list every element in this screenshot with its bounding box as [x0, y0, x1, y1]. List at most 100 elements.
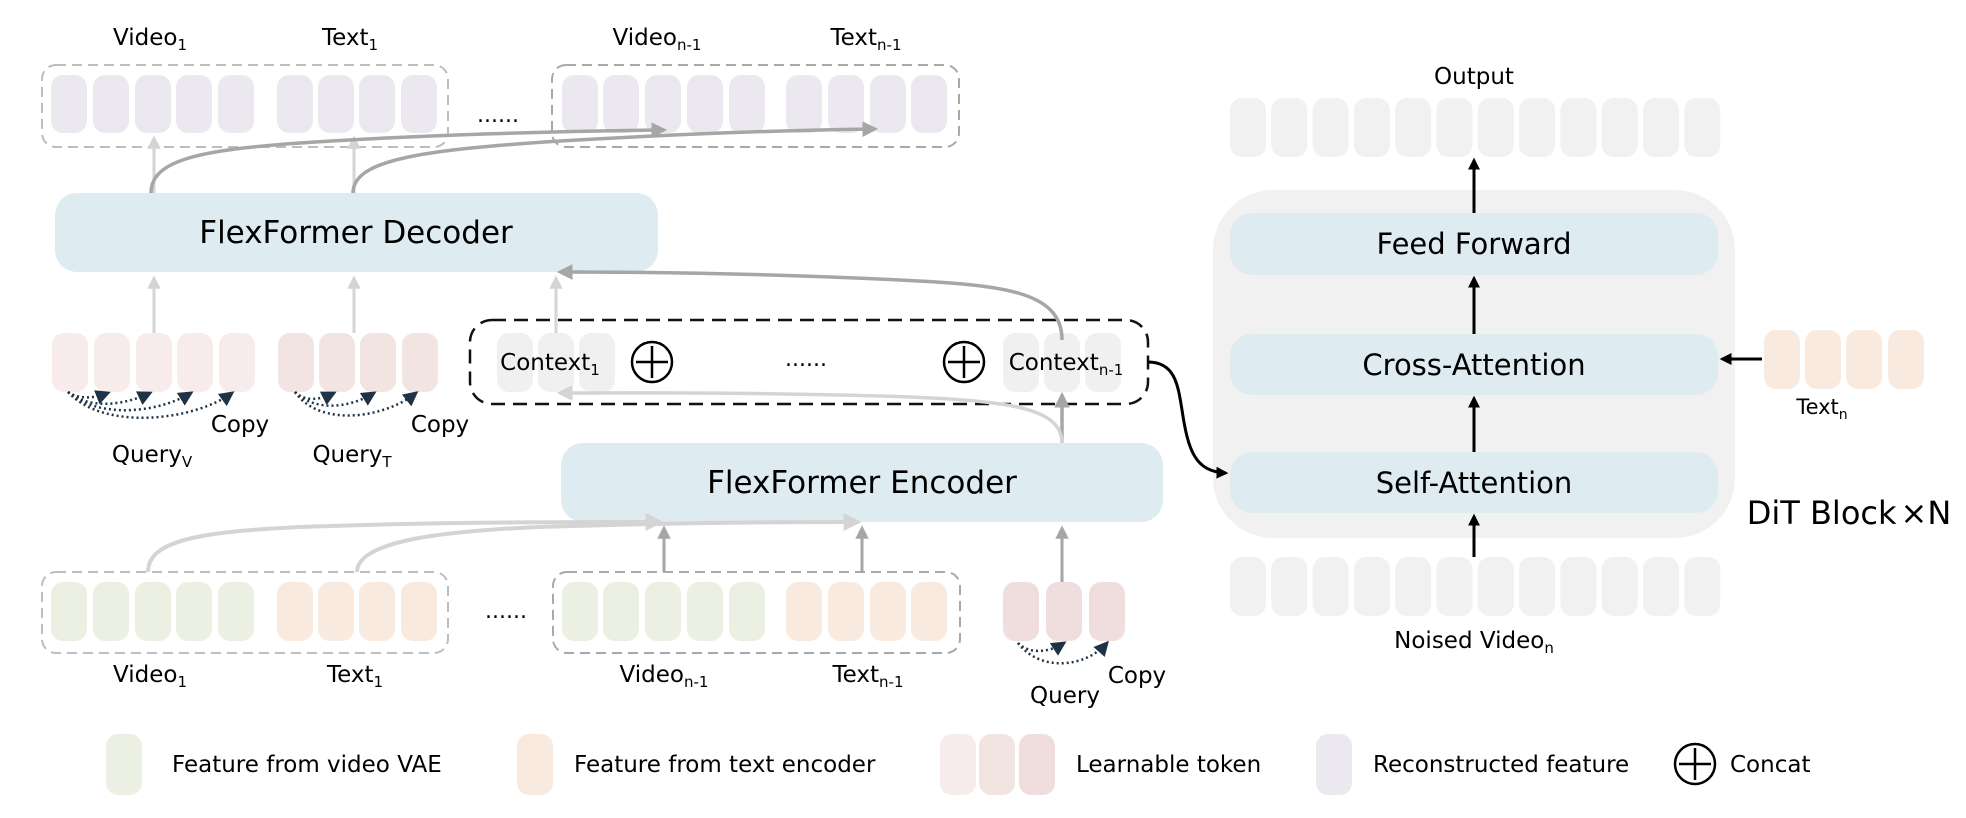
- output-token: [1684, 98, 1721, 157]
- arrow-context-n1-to-decoder: [556, 264, 1064, 341]
- query-t-token: [360, 333, 396, 392]
- top-video1-label: Video1: [113, 25, 187, 54]
- encoder-query-copy-label: Copy: [1108, 663, 1166, 689]
- cross-attention-label: Cross-Attention: [1362, 348, 1585, 382]
- video-feature-token: [51, 582, 87, 641]
- video-feature-token: [218, 582, 254, 641]
- context-n1-label: Contextn-1: [1009, 350, 1124, 379]
- legend-text-token: [517, 734, 553, 795]
- flexformer-encoder-label: FlexFormer Encoder: [707, 465, 1017, 501]
- text-feature-token: [277, 582, 313, 641]
- query-v-label: QueryV: [112, 442, 193, 471]
- output-token: [1395, 98, 1432, 157]
- top-video-n1-label: Videon-1: [613, 25, 702, 54]
- reconstructed-token: [603, 75, 639, 133]
- bottom-group-box-1: [41, 571, 449, 654]
- query-t-label: QueryT: [312, 442, 392, 471]
- noised-video-token: [1230, 557, 1266, 616]
- text-n-label: Textn: [1795, 395, 1847, 423]
- legend-concat-icon: [1673, 742, 1717, 786]
- noised-video-token: [1312, 557, 1349, 616]
- self-attention-box: [1230, 452, 1718, 513]
- text-feature-token: [359, 582, 395, 641]
- feed-forward-box: [1230, 213, 1718, 275]
- concat-icon: [630, 340, 674, 384]
- output-token: [1436, 98, 1473, 157]
- cross-attention-box: [1230, 334, 1718, 395]
- noised-video-token: [1436, 557, 1473, 616]
- noised-video-token: [1601, 557, 1638, 616]
- text-feature-token: [911, 582, 947, 641]
- noised-video-token: [1353, 557, 1390, 616]
- feed-forward-label: Feed Forward: [1376, 227, 1571, 261]
- dit-block-label: DiT Block×N: [1747, 494, 1952, 532]
- noised-video-token: [1477, 557, 1514, 616]
- arrow-text1-to-encoder: [355, 513, 862, 573]
- query-t-token: [278, 333, 314, 392]
- legend-learnable-token: [1019, 734, 1055, 795]
- output-label: Output: [1434, 64, 1514, 90]
- legend-reconstructed-token: [1316, 734, 1352, 795]
- video-feature-token: [645, 582, 681, 641]
- video-feature-token: [729, 582, 765, 641]
- copy-arrows-query-t: [293, 391, 419, 417]
- output-token: [1643, 98, 1679, 157]
- query-t-copy-label: Copy: [411, 412, 469, 438]
- context-token: [1085, 333, 1121, 392]
- output-token: [1477, 98, 1514, 157]
- text-n-token: [1888, 330, 1924, 389]
- legend-learnable-token: [979, 734, 1015, 795]
- reconstructed-token: [176, 75, 212, 133]
- query-v-token: [177, 333, 213, 392]
- query-v-token: [219, 333, 255, 392]
- context-token: [497, 333, 533, 392]
- noised-video-token: [1684, 557, 1721, 616]
- arrow-video1-to-encoder: [146, 513, 664, 573]
- context-token: [579, 333, 615, 392]
- query-token: [1089, 582, 1125, 641]
- output-token: [1560, 98, 1597, 157]
- video-feature-token: [603, 582, 639, 641]
- video-feature-token: [687, 582, 723, 641]
- video-feature-token: [562, 582, 598, 641]
- self-attention-label: Self-Attention: [1376, 466, 1573, 500]
- reconstructed-token: [828, 75, 864, 133]
- context-token: [538, 333, 574, 392]
- reconstructed-token: [135, 75, 171, 133]
- top-ellipsis: ......: [477, 103, 519, 128]
- text-n-token: [1764, 330, 1800, 389]
- reconstructed-token: [93, 75, 129, 133]
- legend-video-label: Feature from video VAE: [172, 752, 442, 778]
- query-token: [1003, 582, 1039, 641]
- bottom-video-n1-label: Videon-1: [620, 662, 709, 691]
- output-token: [1271, 98, 1308, 157]
- legend-reconstructed-label: Reconstructed feature: [1373, 752, 1629, 778]
- output-token: [1601, 98, 1638, 157]
- reconstructed-token: [359, 75, 395, 133]
- bottom-group-box-2: [552, 571, 961, 654]
- reconstructed-token: [687, 75, 723, 133]
- query-token: [1046, 582, 1082, 641]
- output-token: [1519, 98, 1556, 157]
- context-ellipsis: ......: [785, 347, 827, 372]
- query-v-copy-label: Copy: [211, 412, 269, 438]
- flexformer-decoder-label: FlexFormer Decoder: [199, 215, 513, 251]
- token-layer: [51, 75, 1924, 795]
- noised-video-token: [1395, 557, 1432, 616]
- flexformer-decoder-box: [55, 193, 658, 272]
- context-token: [1003, 333, 1039, 392]
- text-feature-token: [870, 582, 906, 641]
- text-feature-token: [318, 582, 354, 641]
- noised-video-token: [1519, 557, 1556, 616]
- legend-learnable-token: [940, 734, 976, 795]
- video-feature-token: [135, 582, 171, 641]
- query-t-token: [319, 333, 355, 392]
- reconstructed-token: [318, 75, 354, 133]
- reconstructed-token: [645, 75, 681, 133]
- reconstructed-token: [218, 75, 254, 133]
- noised-video-token: [1560, 557, 1597, 616]
- output-token: [1353, 98, 1390, 157]
- concat-icon: [942, 340, 986, 384]
- noised-video-label: Noised Videon: [1394, 628, 1554, 657]
